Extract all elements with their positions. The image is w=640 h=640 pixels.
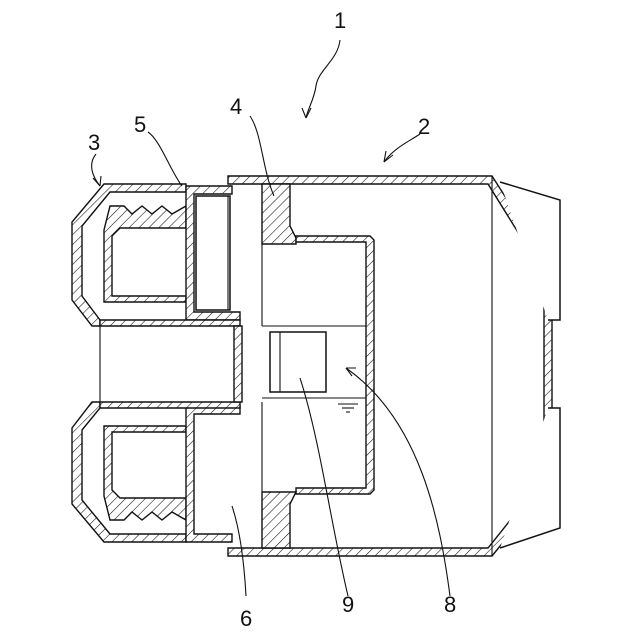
liquid-level-mark [338,404,358,412]
label-5: 5 [134,112,146,137]
label-1: 1 [334,8,346,33]
label-2: 2 [418,114,430,139]
label-9: 9 [342,592,354,617]
label-6: 6 [240,606,252,631]
float-block [262,326,366,398]
label-4: 4 [230,94,242,119]
left-cap [72,184,186,542]
central-tube [100,320,242,408]
label-8: 8 [444,592,456,617]
label-3: 3 [88,130,100,155]
collar [186,186,240,542]
